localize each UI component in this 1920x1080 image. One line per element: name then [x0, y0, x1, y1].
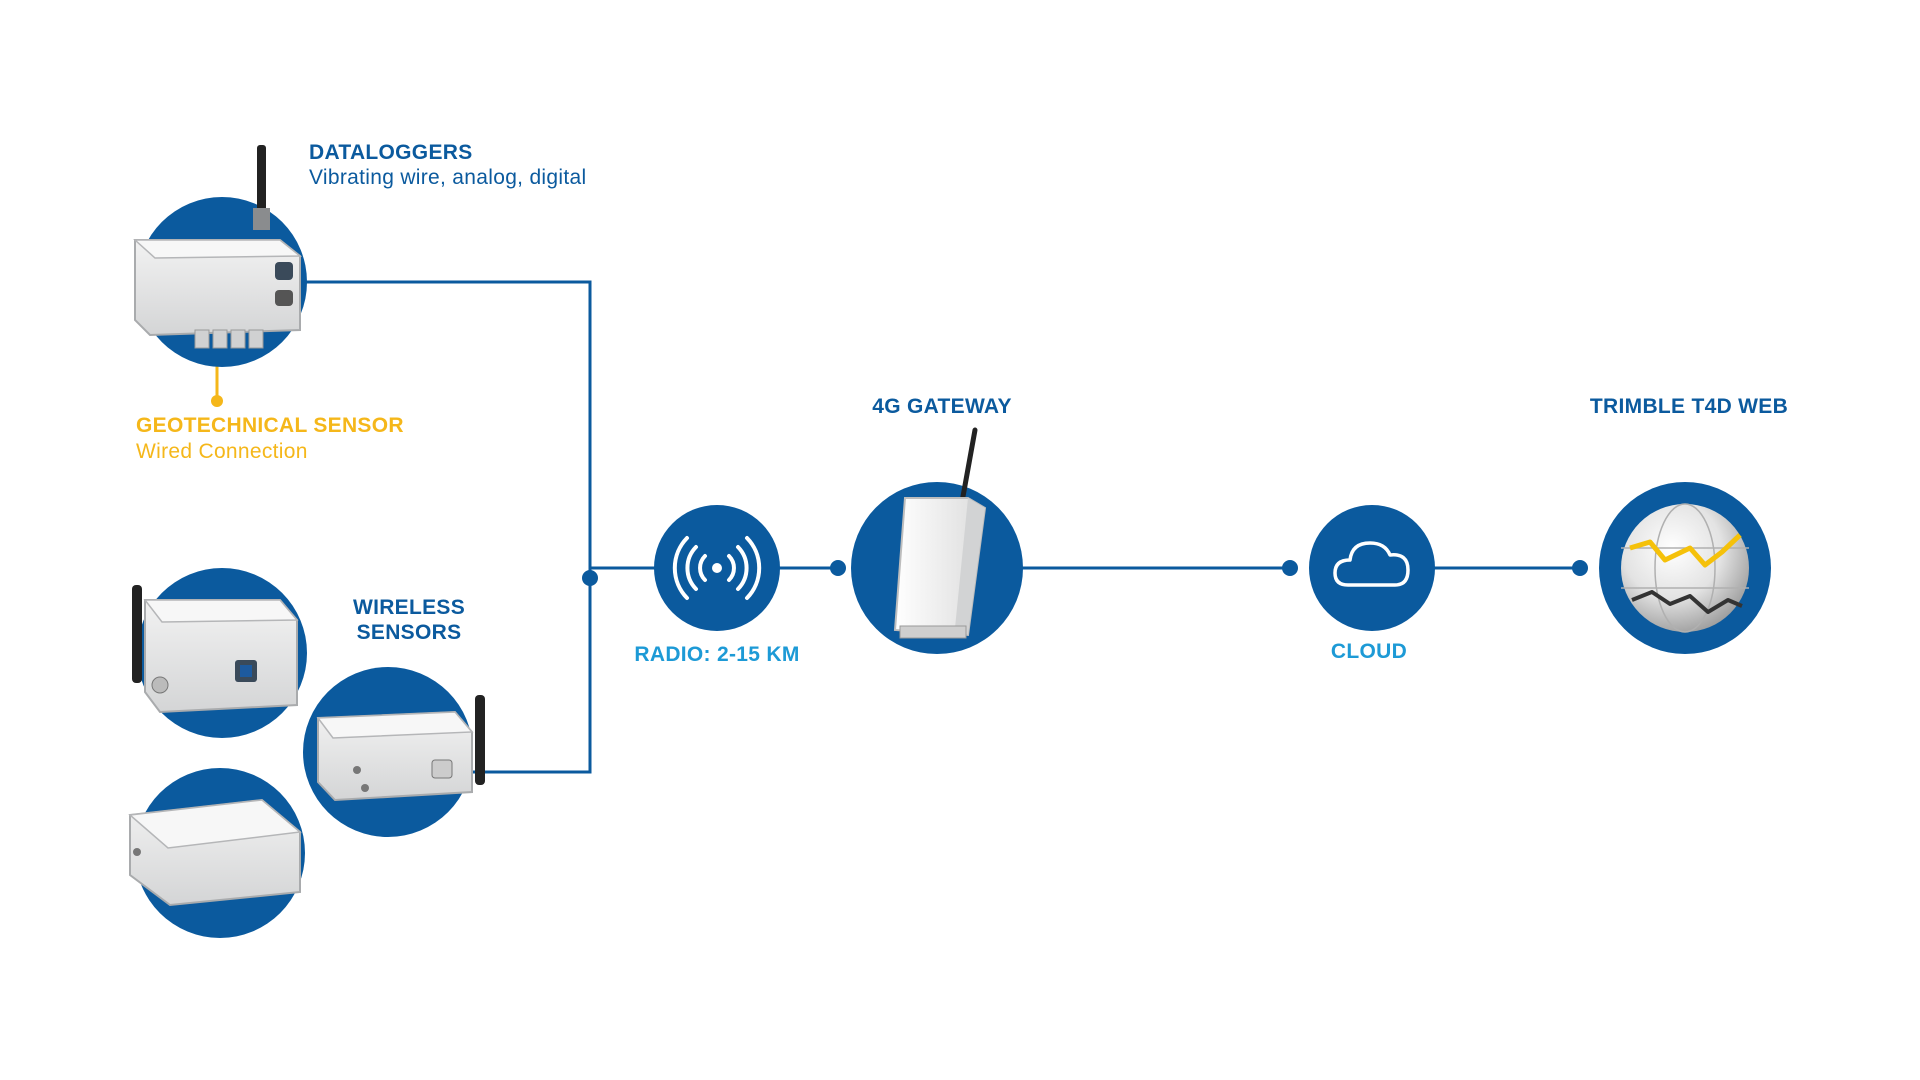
globe-graph-icon: [1621, 504, 1749, 632]
wireless-sensor-2: [303, 667, 485, 837]
web-input-dot: [1572, 560, 1588, 576]
radio-label: RADIO: 2-15 KM: [634, 643, 800, 666]
wireless-sensor-1: [132, 568, 307, 738]
datalogger-node: [133, 145, 307, 367]
radio-node: [654, 505, 780, 631]
web-label: TRIMBLE T4D WEB: [1589, 395, 1789, 418]
datalogger-link-line: [290, 280, 592, 578]
gateway-node: [851, 427, 1023, 654]
wireless-sensor-3: [128, 768, 305, 938]
dataloggers-title: DATALOGGERS: [309, 141, 473, 164]
gateway-label: 4G GATEWAY: [872, 395, 1012, 418]
geotechnical-sensor-subtitle: Wired Connection: [136, 440, 308, 463]
connection-dots: [582, 560, 1588, 586]
gateway-input-dot: [830, 560, 846, 576]
cloud-label: CLOUD: [1330, 640, 1408, 663]
web-node: [1599, 482, 1771, 654]
cloud-node: [1309, 505, 1435, 631]
cloud-input-dot: [1282, 560, 1298, 576]
junction-dot: [582, 570, 598, 586]
geotech-dot: [211, 395, 223, 407]
cloud-icon: [1333, 541, 1410, 587]
geotechnical-sensor-title: GEOTECHNICAL SENSOR: [136, 414, 404, 437]
wireless-link-line: [470, 578, 592, 774]
wireless-sensors-title-line1: WIRELESS: [352, 596, 466, 619]
dataloggers-subtitle: Vibrating wire, analog, digital: [309, 166, 587, 189]
radio-waves-icon: [672, 536, 762, 600]
wireless-sensors-title-line2: SENSORS: [356, 621, 462, 644]
